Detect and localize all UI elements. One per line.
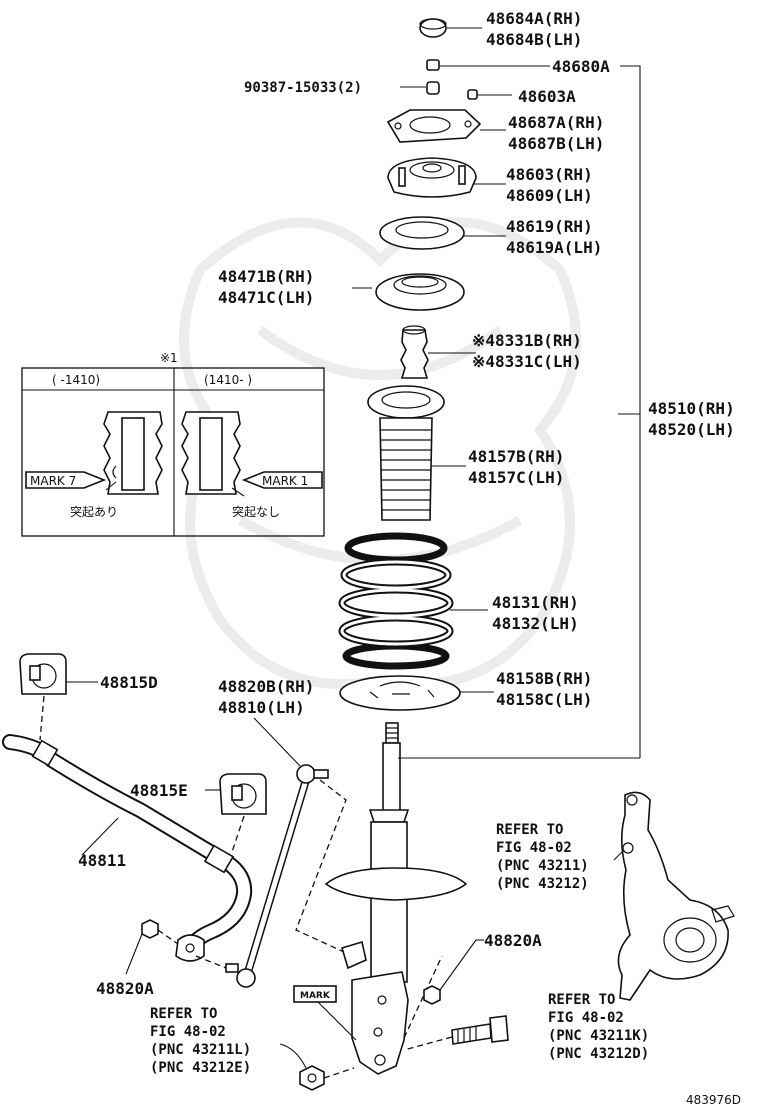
diagram-id: 483976D [686,1093,741,1107]
label-48684-line: 48684B(LH) [486,30,582,49]
label-48815D: 48815D [100,673,158,692]
inset-bumper-variants [21,367,325,537]
ref-knuckle: REFER TO FIG 48-02 (PNC 43211) (PNC 43212) [496,822,589,892]
steering-knuckle [617,791,735,1001]
label-48684-line: 48684A(RH) [486,9,582,28]
label-48131-line: 48131(RH) [492,593,579,612]
label-48820B-line: 48810(LH) [218,698,305,717]
support-48603 [387,157,477,198]
ref-nut-line: (PNC 43212E) [150,1060,251,1076]
inset-col-right-header: (1410- ) [204,373,252,387]
label-48158-line: 48158B(RH) [496,669,592,688]
label-48157: 48157B(RH) 48157C(LH) [468,447,564,487]
shock-absorber-48510 [324,722,468,1075]
seat-48471 [375,273,465,311]
mark-tag [293,985,357,1041]
inset-caption-left: 突起あり [70,504,118,519]
label-48471: 48471B(RH) 48471C(LH) [218,267,314,307]
bushing-48815D [19,653,67,695]
label-48157-line: 48157B(RH) [468,447,564,466]
label-48158-line: 48158C(LH) [496,690,592,709]
label-48815E: 48815E [130,781,188,800]
ref-bolt-line: (PNC 43211K) [548,1028,649,1044]
boot-48157 [367,385,445,521]
label-48680A: 48680A [552,57,610,76]
label-48157-line: 48157C(LH) [468,468,564,487]
ref-nut-line: REFER TO [150,1006,217,1022]
inset-col-left-header: ( -1410) [52,373,100,387]
label-48331: ※48331B(RH) ※48331C(LH) [472,331,582,371]
label-48820B: 48820B(RH) 48810(LH) [218,677,314,717]
label-48131: 48131(RH) 48132(LH) [492,593,579,633]
label-48471-line: 48471C(LH) [218,288,314,307]
mark-tag-label: MARK [300,991,331,1001]
label-48331-line: ※48331B(RH) [472,331,582,350]
ref-knuckle-line: FIG 48-02 [496,840,572,856]
inset-note: ※1 [160,351,178,365]
label-90387: 90387-15033(2) [244,80,362,96]
ref-bolt-line: REFER TO [548,992,615,1008]
ref-bolt-line: FIG 48-02 [548,1010,624,1026]
ref-knuckle-line: (PNC 43211) [496,858,589,874]
nut-43211L [299,1065,325,1091]
label-48619: 48619(RH) 48619A(LH) [506,217,602,257]
label-48603-line: 48609(LH) [506,186,593,205]
label-48684: 48684A(RH) 48684B(LH) [486,9,582,49]
label-48820A-right: 48820A [484,931,542,950]
label-48603: 48603(RH) 48609(LH) [506,165,593,205]
bumper-48331 [400,325,429,379]
bolt-43211K [451,1015,509,1045]
stabilizer-bar-48811 [2,734,253,962]
ref-nut: REFER TO FIG 48-02 (PNC 43211L) (PNC 43212E… [150,1006,251,1076]
label-48687: 48687A(RH) 48687B(LH) [508,113,604,153]
nut-48603A [467,89,478,100]
label-48510-line: 48520(LH) [648,420,735,439]
bearing-48619 [379,216,465,250]
label-48820A-left: 48820A [96,979,154,998]
label-48687-line: 48687B(LH) [508,134,604,153]
bushing-48815E [219,773,267,815]
ref-bolt: REFER TO FIG 48-02 (PNC 43211K) (PNC 43212D… [548,992,649,1062]
nut-48820A-right [423,985,441,1005]
ref-bolt-line: (PNC 43212D) [548,1046,649,1062]
cap-48684 [419,18,447,38]
label-48603A: 48603A [518,87,576,106]
label-48471-line: 48471B(RH) [218,267,314,286]
coil-spring-48131 [338,532,454,670]
stabilizer-link-48820B [225,764,329,988]
nut-48680A [426,59,440,71]
insulator-48158 [339,675,461,711]
label-48619-line: 48619(RH) [506,217,593,236]
label-48131-line: 48132(LH) [492,614,579,633]
label-48158: 48158B(RH) 48158C(LH) [496,669,592,709]
ref-nut-line: FIG 48-02 [150,1024,226,1040]
ref-nut-line: (PNC 43211L) [150,1042,251,1058]
nut-48820A-left [141,919,159,939]
inset-mark-left: MARK 7 [30,474,76,488]
label-48510-line: 48510(RH) [648,399,735,418]
inset-caption-right: 突起なし [232,504,280,519]
label-48510: 48510(RH) 48520(LH) [648,399,735,439]
label-48603-line: 48603(RH) [506,165,593,184]
ref-knuckle-line: REFER TO [496,822,563,838]
plate-48687 [386,109,482,143]
nut-90387 [426,81,440,95]
inset-mark-right: MARK 1 [262,474,308,488]
label-48331-line: ※48331C(LH) [472,352,582,371]
label-48820B-line: 48820B(RH) [218,677,314,696]
ref-knuckle-line: (PNC 43212) [496,876,589,892]
label-48619-line: 48619A(LH) [506,238,602,257]
label-48687-line: 48687A(RH) [508,113,604,132]
label-48811: 48811 [78,851,126,870]
